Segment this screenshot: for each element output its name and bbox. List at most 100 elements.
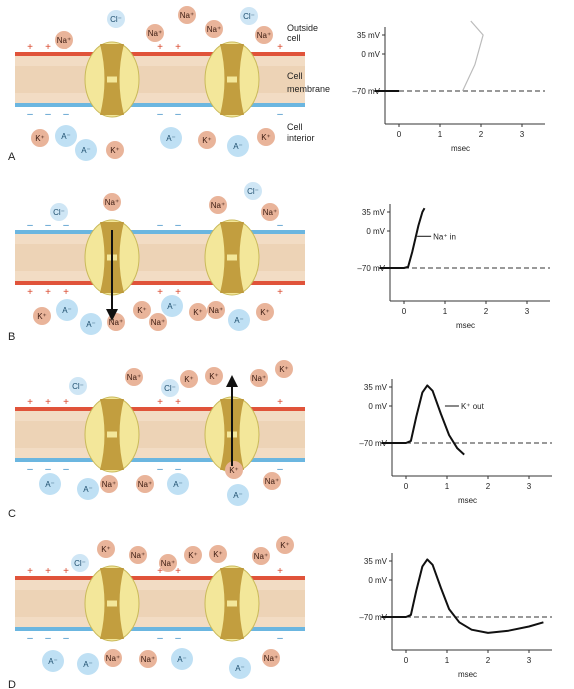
na-ion: Na⁺ — [252, 547, 270, 565]
y-tick-label: –70 mV — [359, 613, 387, 622]
minus-sign: – — [277, 109, 283, 120]
x-tick-label: 3 — [525, 307, 530, 316]
a-ion-label: A⁻ — [83, 485, 93, 494]
plus-sign: + — [157, 566, 163, 577]
y-tick-label: 0 mV — [368, 576, 387, 585]
minus-sign: – — [277, 220, 283, 231]
na-ion-circle — [129, 546, 147, 564]
cl-ion-label: Cl⁻ — [72, 382, 84, 391]
na-ion-label: Na⁺ — [102, 480, 116, 489]
outer-surface-line — [15, 407, 305, 411]
x-tick-label: 2 — [486, 656, 491, 665]
na-ion-label: Na⁺ — [161, 559, 175, 568]
plus-sign: + — [157, 42, 163, 53]
a-ion: A⁻ — [77, 653, 99, 675]
minus-sign: – — [45, 633, 51, 644]
k-efflux-arrowhead — [226, 375, 238, 387]
na-ion: Na⁺ — [104, 649, 122, 667]
na-ion-label: Na⁺ — [252, 374, 266, 383]
x-tick-label: 3 — [527, 656, 532, 665]
plus-sign: + — [63, 287, 69, 298]
panel-letter: B — [8, 331, 15, 343]
panel-letter: C — [8, 508, 16, 520]
k-ion-circle — [257, 128, 275, 146]
na-ion: Na⁺ — [125, 368, 143, 386]
a-ion: A⁻ — [77, 478, 99, 500]
minus-sign: – — [63, 633, 69, 644]
cl-ion-label: Cl⁻ — [247, 187, 259, 196]
y-tick-label: 0 mV — [366, 227, 385, 236]
a-ion-circle — [229, 657, 251, 679]
na-ion-label: Na⁺ — [141, 655, 155, 664]
y-tick-label: 35 mV — [362, 208, 386, 217]
na-ion: Na⁺ — [209, 196, 227, 214]
k-ion-circle — [275, 360, 293, 378]
na-channel — [84, 41, 140, 118]
label-outside-line1: Outside — [287, 23, 318, 33]
k-ion: K⁺ — [257, 128, 275, 146]
minus-sign: – — [157, 220, 163, 231]
k-ion-circle — [106, 141, 124, 159]
panel-a: +–+–+–+–+–+–Cl⁻Na⁺Cl⁻Na⁺Na⁺Na⁺Na⁺K⁺A⁻A⁻K… — [8, 6, 545, 163]
plus-sign: + — [63, 397, 69, 408]
na-ion: Na⁺ — [262, 649, 280, 667]
membrane-core — [15, 66, 305, 93]
cl-ion-circle — [69, 377, 87, 395]
x-axis-label: msec — [458, 670, 477, 679]
na-ion-label: Na⁺ — [257, 31, 271, 40]
k-ion: K⁺ — [97, 540, 115, 558]
na-ion: Na⁺ — [207, 301, 225, 319]
minus-sign: – — [63, 109, 69, 120]
cl-ion: Cl⁻ — [244, 182, 262, 200]
plus-sign: + — [277, 566, 283, 577]
cl-ion: Cl⁻ — [50, 203, 68, 221]
x-axis-label: msec — [458, 496, 477, 505]
label-membrane-line2: membrane — [287, 84, 330, 94]
k-ion-circle — [205, 367, 223, 385]
k-ion-circle — [180, 370, 198, 388]
cl-ion: Cl⁻ — [107, 10, 125, 28]
minus-sign: – — [45, 109, 51, 120]
na-ion-circle — [139, 650, 157, 668]
plus-sign: + — [45, 287, 51, 298]
minus-sign: – — [27, 220, 33, 231]
na-ion-circle — [209, 196, 227, 214]
na-ion-label: Na⁺ — [254, 552, 268, 561]
na-ion: Na⁺ — [146, 24, 164, 42]
minus-sign: – — [45, 464, 51, 475]
a-ion-label: A⁻ — [177, 655, 187, 664]
outer-surface-line — [15, 230, 305, 234]
x-tick-label: 1 — [438, 130, 443, 139]
a-ion-circle — [75, 139, 97, 161]
na-ion-label: Na⁺ — [57, 36, 71, 45]
minus-sign: – — [27, 464, 33, 475]
k-ion: K⁺ — [106, 141, 124, 159]
a-ion-circle — [77, 478, 99, 500]
k-ion: K⁺ — [209, 545, 227, 563]
k-ion-label: K⁺ — [260, 308, 270, 317]
a-ion: A⁻ — [75, 139, 97, 161]
minus-sign: – — [175, 633, 181, 644]
inner-surface-line — [15, 281, 305, 285]
na-ion-circle — [207, 301, 225, 319]
x-axis-label: msec — [451, 144, 470, 153]
k-ion-label: K⁺ — [280, 541, 290, 550]
plus-sign: + — [175, 566, 181, 577]
y-tick-label: –70 mV — [352, 87, 380, 96]
x-tick-label: 0 — [404, 656, 409, 665]
minus-sign: – — [175, 464, 181, 475]
k-ion-circle — [276, 536, 294, 554]
cl-ion-circle — [161, 379, 179, 397]
y-tick-label: 35 mV — [364, 557, 388, 566]
k-channel-gate — [227, 254, 237, 261]
na-ion-label: Na⁺ — [211, 201, 225, 210]
minus-sign: – — [27, 109, 33, 120]
k-channel — [204, 565, 260, 642]
k-ion-label: K⁺ — [37, 312, 47, 321]
plus-sign: + — [175, 42, 181, 53]
na-ion-circle — [146, 24, 164, 42]
a-ion: A⁻ — [55, 125, 77, 147]
a-ion-circle — [80, 313, 102, 335]
minus-sign: – — [157, 633, 163, 644]
